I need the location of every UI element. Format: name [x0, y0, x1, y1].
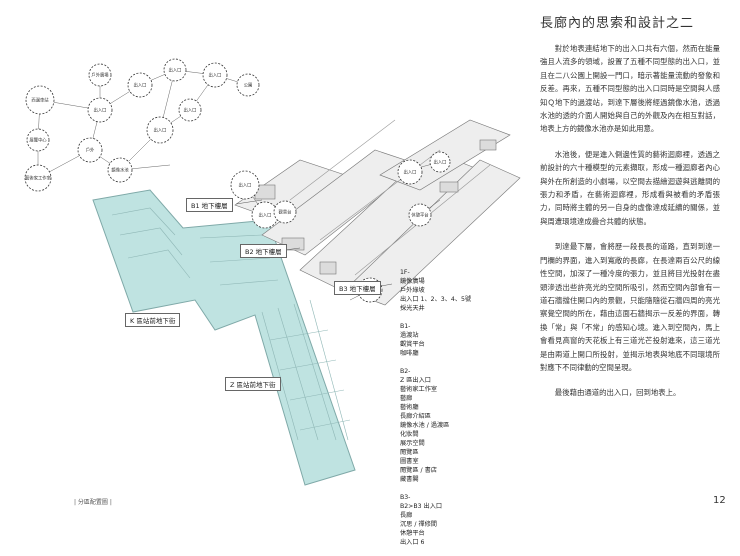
legend-item: 採光天井 — [400, 305, 425, 312]
bubble-label: 出入口 — [169, 67, 182, 74]
bubble — [107, 157, 133, 183]
bubble-label: 藝術家工作室 — [25, 175, 51, 182]
bubble — [146, 116, 174, 144]
legend-item: 長廊 — [400, 512, 413, 519]
legend-group-b1: B1- 過渡站 觀賞平台 咖啡廳 — [400, 322, 471, 358]
body-text: 對於地表連結地下的出入口共有六個，然而在能量強且人流多的領域，設置了五種不同型態… — [540, 42, 720, 412]
bubble — [87, 97, 113, 123]
legend-item: 藝術家工作室 — [400, 386, 438, 393]
bubble — [273, 200, 297, 224]
bubble-label: 出入口 — [239, 182, 252, 189]
legend-group-b3: B3- B2>B3 出入口 長廊 沉思 / 禪修間 休憩平台 出入口 6 — [400, 493, 471, 547]
bubble-label: 鏡像水池 — [111, 167, 129, 174]
bubble-label: 戶外廣場 — [91, 72, 109, 79]
legend-item: 休憩平台 — [400, 530, 425, 537]
bubble — [408, 203, 432, 227]
legend-item: Z 區出入口 — [400, 377, 431, 384]
bubble-label: 出入口 — [259, 212, 272, 219]
bubble — [178, 98, 202, 122]
legend-group-b2: B2- Z 區出入口 藝術家工作室 藝廊 藝術廳 長廊介紹區 鏡像水池 / 過渡… — [400, 367, 471, 484]
paragraph: 水池後，便是進入側邊性質的藝術迴廊裡，透過之前設計的六十種模型的元素擷取，形成一… — [540, 149, 720, 226]
floor-label-b3: B3 地下樓層 — [334, 281, 381, 295]
bubble-label: 休憩平台 — [411, 212, 428, 219]
legend-item: 圖書室 — [400, 458, 419, 465]
legend-item: 展示空間 — [400, 440, 425, 447]
bubble-label: 出入口 — [154, 127, 167, 134]
program-bubbles — [24, 58, 451, 303]
legend-item: 咖啡廳 — [400, 350, 419, 357]
legend-item: B2>B3 出入口 — [400, 503, 443, 510]
legend-item: 戶外綠坡 — [400, 287, 425, 294]
legend-item: 藝術廳 — [400, 404, 419, 411]
paragraph: 最後藉由通道的出入口，回到地表上。 — [554, 388, 681, 398]
legend-item: 閱覽區 / 書店 — [400, 467, 437, 474]
bubble — [88, 63, 112, 87]
bubble — [24, 164, 52, 192]
bubble — [236, 73, 260, 97]
legend-item: 化妝間 — [400, 431, 419, 438]
floor-label-b2: B2 地下樓層 — [240, 244, 287, 258]
legend-item: 觀賞平台 — [400, 341, 425, 348]
axonometric-site-plan: 西邊車站 戶外廣場 出入口 出入口 出入口 出入口 公園 出入口 出入口 展覽中… — [24, 58, 521, 486]
legend-item: 過渡站 — [400, 332, 419, 339]
bubble — [202, 62, 228, 88]
bubble-label: 出入口 — [184, 107, 197, 114]
bubble-label: 西邊車站 — [31, 97, 49, 104]
paragraph: 到達最下層，會將歷一段長長的道路，直到到達一門欄的界面，進入到寬敞的長廊，在長達… — [540, 242, 720, 372]
bubble — [127, 72, 153, 98]
page-title: 長廊內的思索和設計之二 — [540, 16, 695, 31]
bubble — [163, 58, 187, 82]
legend-group-1f: 1F- 鏡像廣場 戶外綠坡 出入口 1、2、3、4、5號 採光天井 — [400, 268, 471, 313]
bubble-label: 出入口 — [434, 159, 447, 166]
bubble — [25, 85, 55, 115]
page-number: 12 — [713, 495, 726, 506]
bubble-label: 出入口 — [94, 107, 107, 114]
bubble-label: 出入口 — [404, 169, 417, 176]
section-caption: | 分區配置圖 | — [74, 499, 112, 506]
legend-head: B2- — [400, 368, 411, 375]
bubble — [429, 151, 451, 173]
floor-label-k: K 區站前地下街 — [125, 313, 181, 327]
bubble — [26, 128, 50, 152]
station-underground-street — [92, 189, 356, 486]
program-legend: 1F- 鏡像廣場 戶外綠坡 出入口 1、2、3、4、5號 採光天井 B1- 過渡… — [400, 268, 471, 556]
legend-head: B3- — [400, 494, 411, 501]
bubble-label: 公園 — [244, 83, 253, 89]
bubble — [230, 170, 260, 200]
paragraph: 對於地表連結地下的出入口共有六個，然而在能量強且人流多的領域，設置了五種不同型態… — [540, 44, 720, 134]
legend-item: 沉思 / 禪修間 — [400, 521, 437, 528]
page: 西邊車站 戶外廣場 出入口 出入口 出入口 出入口 公園 出入口 出入口 展覽中… — [24, 16, 726, 546]
bubble — [77, 137, 103, 163]
legend-item: 藝廊 — [400, 395, 413, 402]
legend-item: 長廊介紹區 — [400, 413, 431, 420]
legend-item: 藏書閣 — [400, 476, 419, 483]
legend-item: 出入口 1、2、3、4、5號 — [400, 296, 472, 303]
legend-item: 閱覽區 — [400, 449, 419, 456]
floor-label-b1: B1 地下樓層 — [186, 198, 233, 212]
legend-item: 出入口 6 — [400, 539, 425, 546]
bubble-label: 出入口 — [134, 82, 147, 89]
legend-head: B1- — [400, 323, 411, 330]
legend-item: 鏡像水池 / 過渡區 — [400, 422, 450, 429]
floor-label-z: Z 區站前地下街 — [225, 377, 281, 391]
bubble-label: 觀景台 — [279, 209, 292, 216]
bubble-label: 戶外 — [86, 147, 95, 154]
legend-item: 鏡像廣場 — [400, 278, 425, 285]
bubble — [397, 159, 423, 185]
bubble-labels: 西邊車站 戶外廣場 出入口 出入口 出入口 出入口 公園 出入口 出入口 展覽中… — [25, 67, 446, 294]
legend-head: 1F- — [400, 269, 410, 276]
bubble-label: 出入口 — [209, 72, 222, 79]
bubble-label: 展覽中心 — [29, 137, 47, 144]
